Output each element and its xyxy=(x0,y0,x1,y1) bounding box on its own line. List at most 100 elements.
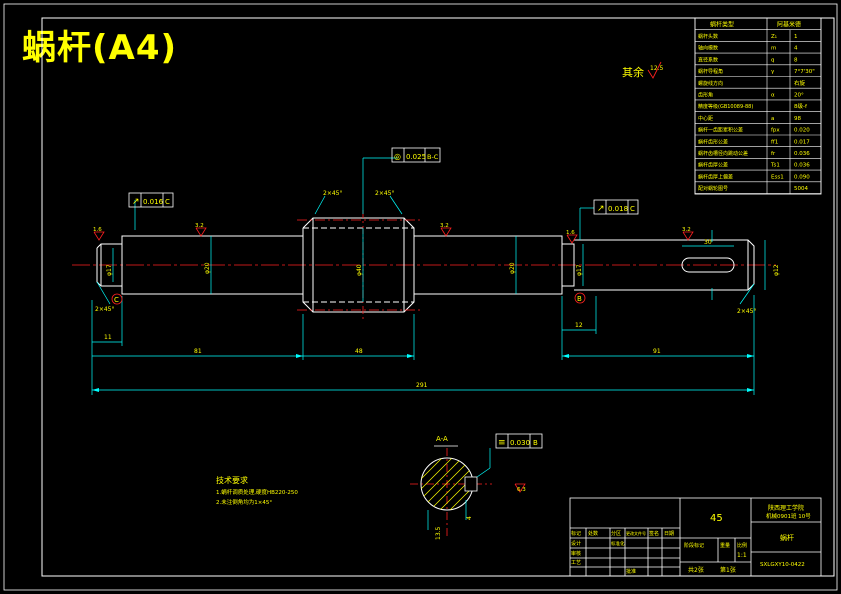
svg-text:1.6: 1.6 xyxy=(566,230,575,236)
svg-text:1.6: 1.6 xyxy=(93,227,102,233)
param-row-value: 8 xyxy=(794,57,798,63)
tb-label-review: 审核 xyxy=(571,550,581,557)
tech-requirements: 技术要求 1.蜗杆调质处理,硬度HB220-250 2.未注倒角均为1×45° xyxy=(216,475,298,506)
dimension-lines xyxy=(91,157,766,395)
dim-right-section: 91 xyxy=(653,348,661,355)
dim-left-section: 81 xyxy=(194,348,202,355)
param-row-value: 右旋 xyxy=(794,79,806,87)
dim-dia-bearing: φ17 xyxy=(576,264,583,276)
param-row-symbol: m xyxy=(771,46,776,52)
tb-label-date: 日期 xyxy=(664,531,674,537)
param-row-label: 蜗杆齿厚公差 xyxy=(698,162,728,169)
frame-left-value: 0.016 xyxy=(143,198,164,206)
param-row-value: 0.036 xyxy=(794,151,810,157)
outer-frame xyxy=(3,3,838,591)
dim-dia-body-left: φ20 xyxy=(204,262,211,274)
svg-text:3.2: 3.2 xyxy=(195,223,204,229)
datum-markers: C B xyxy=(111,292,586,305)
param-row-value: 4 xyxy=(794,46,798,52)
param-header-0: 蜗杆类型 xyxy=(710,21,734,29)
roughness-rest-value: 12.5 xyxy=(650,65,664,72)
param-row-value: 20° xyxy=(794,93,804,99)
tb-drawing-no: SXLGXY10-0422 xyxy=(760,562,805,568)
frame-top-symbol: ◎ xyxy=(394,152,401,161)
tb-sheet-no: 第1张 xyxy=(720,566,736,574)
dim-thread-chamfer-left: 2×45° xyxy=(323,190,342,197)
param-row-symbol: γ xyxy=(771,69,775,75)
dim-groove: 12 xyxy=(575,322,583,329)
param-row-label: 齿形角 xyxy=(698,92,713,99)
param-row-label: 蜗杆导程角 xyxy=(698,68,723,75)
roughness-mark-5: 3.2 xyxy=(682,227,694,241)
dim-dia-body-right: φ20 xyxy=(509,262,516,274)
section-view: A-A 13.5 4 xyxy=(410,435,492,540)
dim-thread-chamfer-right: 2×45° xyxy=(375,190,394,197)
title-banner: 蜗杆(A4) xyxy=(22,28,178,68)
param-row-symbol: fpx xyxy=(771,128,780,134)
param-row-label: 蜗杆一齿距累积公差 xyxy=(698,127,743,134)
svg-text:3.2: 3.2 xyxy=(682,227,691,233)
roughness-mark-4: 1.6 xyxy=(566,230,578,244)
param-row-symbol: Ess1 xyxy=(771,174,784,180)
tb-scale: 1:1 xyxy=(737,552,747,559)
frame-left-symbol: ↗ xyxy=(132,197,140,207)
roughness-mark-3: 3.2 xyxy=(440,223,452,237)
dim-left-step: 11 xyxy=(104,334,112,341)
param-row-label: 蜗杆齿厚上偏差 xyxy=(698,173,733,180)
frame-left-datum: C xyxy=(165,198,170,206)
roughness-marks: 1.6 3.2 3.2 1.6 3.2 6.3 xyxy=(93,223,694,493)
param-row-value: 98 xyxy=(794,116,801,122)
frame-right-datum: C xyxy=(630,205,635,213)
param-row-label: 精度等级(GB10089-88) xyxy=(698,103,753,110)
param-row-symbol: fr xyxy=(771,151,776,157)
frame-top-value: 0.025 xyxy=(406,153,426,161)
section-key-depth: 13.5 xyxy=(435,526,442,540)
param-row-label: 蜗杆齿形公差 xyxy=(698,138,728,145)
tb-part-name: 蜗杆 xyxy=(780,533,794,542)
tb-label-scale: 比例 xyxy=(737,542,747,549)
shaft-outline xyxy=(96,217,755,313)
frame-right-value: 0.018 xyxy=(608,205,628,213)
tb-label-count: 处数 xyxy=(588,530,598,537)
tb-label-weight: 重量 xyxy=(720,542,730,549)
param-row-value: 0.036 xyxy=(794,163,810,169)
param-row-label: 直径系数 xyxy=(698,56,718,63)
param-row-value: 8级-f xyxy=(794,102,808,110)
param-row-symbol: α xyxy=(771,93,775,99)
tech-req-heading: 技术要求 xyxy=(216,475,248,485)
tb-label-approve: 批准 xyxy=(626,568,636,575)
tolerance-frame-left: ↗ 0.016 C xyxy=(128,192,174,208)
param-row-label: 蜗杆头数 xyxy=(698,33,718,40)
dim-dia-shaft-end: φ12 xyxy=(773,264,780,276)
tb-material: 45 xyxy=(710,513,723,524)
tb-sheet-total: 共2张 xyxy=(688,566,704,574)
param-row-symbol: Ts1 xyxy=(770,163,780,169)
tech-req-line-1: 1.蜗杆调质处理,硬度HB220-250 xyxy=(216,488,298,496)
svg-text:3.2: 3.2 xyxy=(440,223,449,229)
param-row-symbol: a xyxy=(771,116,774,122)
param-row-value: 5004 xyxy=(794,186,808,192)
tech-req-line-2: 2.未注倒角均为1×45° xyxy=(216,498,272,506)
roughness-mark-6: 6.3 xyxy=(514,483,526,493)
param-row-label: 中心距 xyxy=(698,115,713,122)
dim-chamfer-right: 2×45° xyxy=(737,308,756,315)
title-block-text: 45 陕西理工学院 机械0901班 10号 蜗杆 SXLGXY10-0422 1… xyxy=(571,504,811,575)
param-row-value: 0.090 xyxy=(794,174,810,180)
inner-frame xyxy=(41,17,835,577)
svg-text:6.3: 6.3 xyxy=(517,487,526,493)
tb-school: 陕西理工学院 xyxy=(768,504,804,512)
roughness-rest-label: 其余 xyxy=(622,65,644,79)
frame-top-datum: B-C xyxy=(427,153,439,161)
param-row-value: 0.020 xyxy=(794,128,810,134)
frame-section-symbol: ≡ xyxy=(498,438,506,448)
param-row-label: 蜗杆齿槽径向跳动公差 xyxy=(698,150,748,157)
dimension-texts: 291 11 81 48 91 12 30 2×45° 2×45° 2×45° … xyxy=(95,190,780,389)
roughness-mark-2: 3.2 xyxy=(195,223,207,237)
param-header-1: 阿基米德 xyxy=(777,21,801,29)
dim-total: 291 xyxy=(416,382,428,389)
param-row-symbol: ff1 xyxy=(771,139,778,145)
tb-class: 机械0901班 10号 xyxy=(766,512,811,520)
dim-dia-left: φ17 xyxy=(106,264,113,276)
